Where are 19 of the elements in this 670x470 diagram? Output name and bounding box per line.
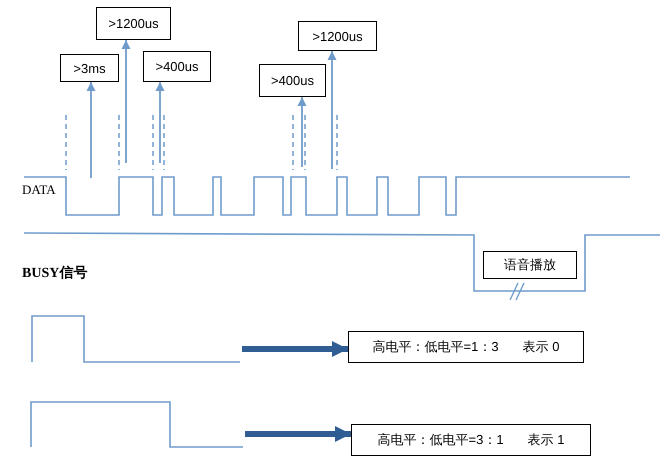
label-box: 高电平：低电平=3：1 表示 1 [351, 424, 591, 456]
pulse-waveform [29, 400, 245, 449]
arrow [86, 82, 96, 178]
arrow [242, 341, 348, 357]
label-box: 高电平：低电平=1：3 表示 0 [348, 331, 584, 363]
label-box: >400us [143, 51, 211, 82]
arrow [328, 51, 336, 169]
signal-name: DATA [22, 182, 56, 198]
signal-name: BUSY信号 [22, 264, 88, 282]
label-box: >1200us [298, 21, 377, 51]
label-box: 语音播放 [483, 251, 577, 279]
arrow [122, 40, 130, 163]
pulse-waveform [30, 314, 242, 364]
label-box: >1200us [96, 7, 171, 40]
arrow [298, 97, 306, 167]
arrow [156, 82, 164, 163]
label-box: >3ms [60, 54, 119, 82]
label-box: >400us [259, 64, 326, 97]
arrow [245, 426, 351, 442]
